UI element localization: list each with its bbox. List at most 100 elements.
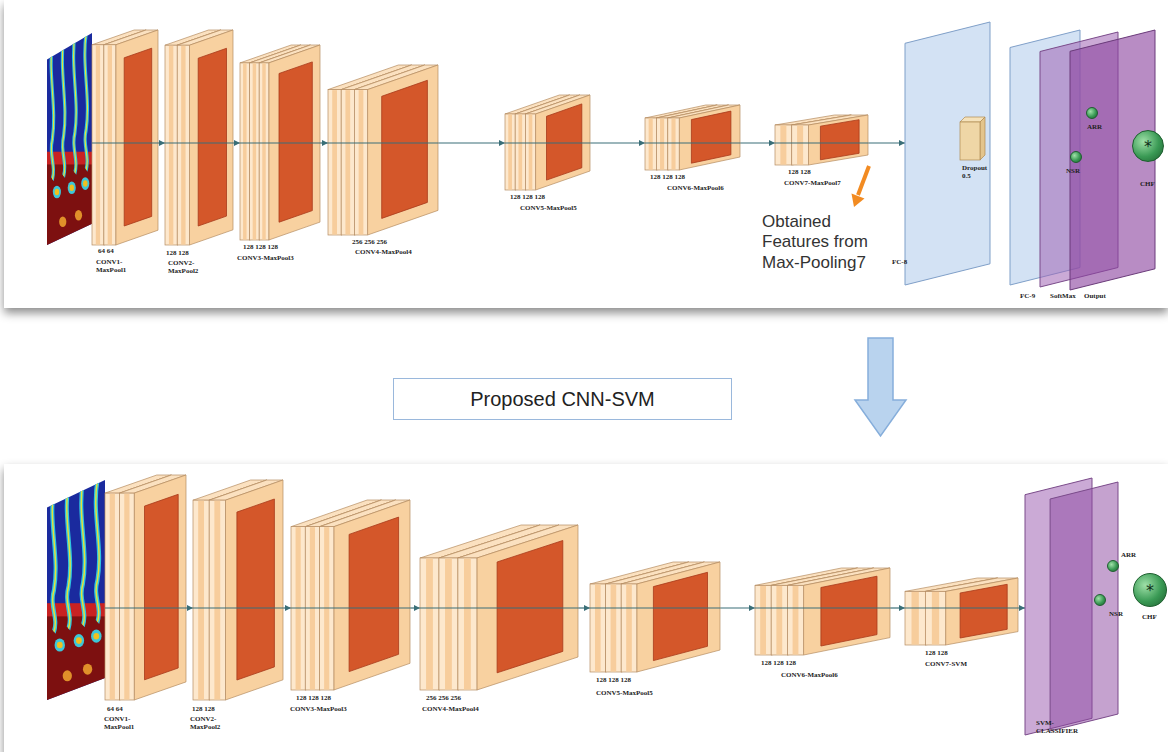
conv-layer-drawing: [755, 568, 890, 655]
layer-plane: FC-8Dropout 0.5: [905, 22, 990, 285]
filter-count: 128 128 128: [761, 659, 796, 667]
layer-name: CONV1- MaxPool1: [104, 715, 146, 732]
conv-layer-drawing: [590, 562, 720, 672]
conv-block: 128 128CONV7-SVM: [905, 578, 1018, 645]
flow-arrow: [158, 142, 165, 143]
class-node: ARR: [1086, 107, 1098, 119]
conv-block: 128 128CONV2- MaxPool2: [165, 30, 233, 245]
callout-note: Obtained Features from Max-Pooling7: [762, 212, 887, 273]
class-node: *CHF: [1133, 573, 1167, 607]
flow-arrow: [320, 142, 328, 143]
conv-block: 64 64CONV1- MaxPool1: [105, 475, 186, 700]
callout-arrow: [858, 166, 869, 195]
layer-name: Dropout 0.5: [962, 164, 990, 181]
class-symbol: *: [1134, 574, 1166, 606]
layer-name: FC-9: [1020, 292, 1035, 300]
conv-layer-drawing: [291, 500, 410, 690]
down-arrow: [855, 338, 906, 436]
layer-name: CONV5-MaxPool5: [520, 204, 577, 212]
layer-name: CONV7-SVM: [925, 660, 967, 668]
callout-arrowhead: [852, 194, 865, 208]
spectrogram-image: [47, 480, 105, 700]
conv-layer-drawing: [645, 105, 740, 170]
filter-count: 128 128: [192, 705, 215, 713]
flow-arrow: [186, 607, 193, 608]
class-label: NSR: [1066, 167, 1080, 175]
conv-layer-drawing: [193, 480, 283, 700]
filter-count: 128 128 128: [650, 173, 685, 181]
conv-block: 128 128 128CONV6-MaxPool6: [645, 105, 740, 170]
flow-arrow: [438, 142, 505, 143]
conv-block: 64 64CONV1- MaxPool1: [92, 30, 158, 245]
layer-name: CONV4-MaxPool4: [355, 248, 412, 256]
flow-arrow: [233, 142, 240, 143]
filter-count: 256 256 256: [352, 238, 387, 246]
flow-arrow: [283, 607, 291, 608]
spectrogram-image: [47, 33, 92, 245]
layer-name: Output: [1084, 292, 1106, 300]
conv-layer-drawing: [905, 578, 1018, 645]
process-box: Proposed CNN-SVM: [393, 378, 732, 420]
flow-arrow: [868, 142, 905, 143]
filter-count: 64 64: [107, 705, 123, 713]
plane-drawing: [1025, 478, 1118, 735]
layer-name: CONV2- MaxPool2: [190, 715, 232, 732]
conv-layer-drawing: [240, 45, 320, 240]
class-label: NSR: [1109, 610, 1123, 618]
conv-block: 256 256 256CONV4-MaxPool4: [420, 525, 578, 690]
class-node: ARR: [1107, 560, 1119, 572]
conv-layer-drawing: [420, 525, 578, 690]
conv-block: 128 128CONV2- MaxPool2: [193, 480, 283, 700]
layer-name: CONV3-MaxPool3: [237, 254, 294, 262]
class-label: CHF: [1142, 613, 1157, 621]
layer-name: CONV7-MaxPool7: [784, 179, 841, 187]
layer-name: FC-8: [892, 258, 907, 266]
layer-name: CONV5-MaxPool5: [596, 689, 653, 697]
dropout-drawing: [960, 117, 985, 160]
flow-arrow: [720, 607, 755, 608]
flow-arrow: [1018, 607, 1025, 608]
conv-block: 128 128 128CONV5-MaxPool5: [590, 562, 720, 672]
layer-name: SVM- CLASSIFIER: [1036, 719, 1082, 736]
class-node: NSR: [1094, 594, 1106, 606]
conv-layer-drawing: [505, 95, 590, 190]
flow-arrow: [590, 142, 645, 143]
filter-count: 128 128 128: [243, 243, 278, 251]
layer-name: CONV2- MaxPool2: [168, 259, 210, 276]
layer-name: SoftMax: [1050, 292, 1076, 300]
flow-arrow: [578, 607, 590, 608]
filter-count: 128 128 128: [296, 694, 331, 702]
filter-count: 128 128: [166, 249, 189, 257]
layer-name: CONV6-MaxPool6: [667, 184, 724, 192]
filter-count: 64 64: [98, 247, 114, 255]
conv-block: 128 128CONV7-MaxPool7: [775, 115, 868, 165]
filter-count: 128 128 128: [510, 193, 545, 201]
conv-block: 256 256 256CONV4-MaxPool4: [328, 65, 438, 235]
class-symbol: *: [1133, 131, 1163, 161]
conv-layer-drawing: [328, 65, 438, 235]
flow-arrow: [740, 142, 775, 143]
filter-count: 128 128: [788, 168, 811, 176]
filter-count: 128 128: [925, 649, 948, 657]
class-label: CHF: [1140, 180, 1155, 188]
layer-name: CONV6-MaxPool6: [781, 671, 838, 679]
conv-layer-drawing: [775, 115, 868, 165]
conv-layer-drawing: [105, 475, 186, 700]
layer-name: CONV4-MaxPool4: [422, 705, 479, 713]
conv-block: 128 128 128CONV6-MaxPool6: [755, 568, 890, 655]
flow-arrow: [410, 607, 420, 608]
layer-plane: SVM- CLASSIFIER: [1025, 478, 1118, 735]
dropout-box: Dropout 0.5: [960, 117, 985, 160]
class-label: ARR: [1087, 123, 1102, 131]
conv-block: 128 128 128CONV3-MaxPool3: [240, 45, 320, 240]
layer-name: CONV1- MaxPool1: [96, 258, 138, 275]
conv-block: 128 128 128CONV3-MaxPool3: [291, 500, 410, 690]
conv-layer-drawing: [92, 30, 158, 245]
conv-layer-drawing: [165, 30, 233, 245]
filter-count: 128 128 128: [596, 676, 631, 684]
class-node: *CHF: [1132, 130, 1164, 162]
class-label: ARR: [1121, 551, 1136, 559]
conv-block: 128 128 128CONV5-MaxPool5: [505, 95, 590, 190]
box-title: Proposed CNN-SVM: [394, 379, 731, 419]
